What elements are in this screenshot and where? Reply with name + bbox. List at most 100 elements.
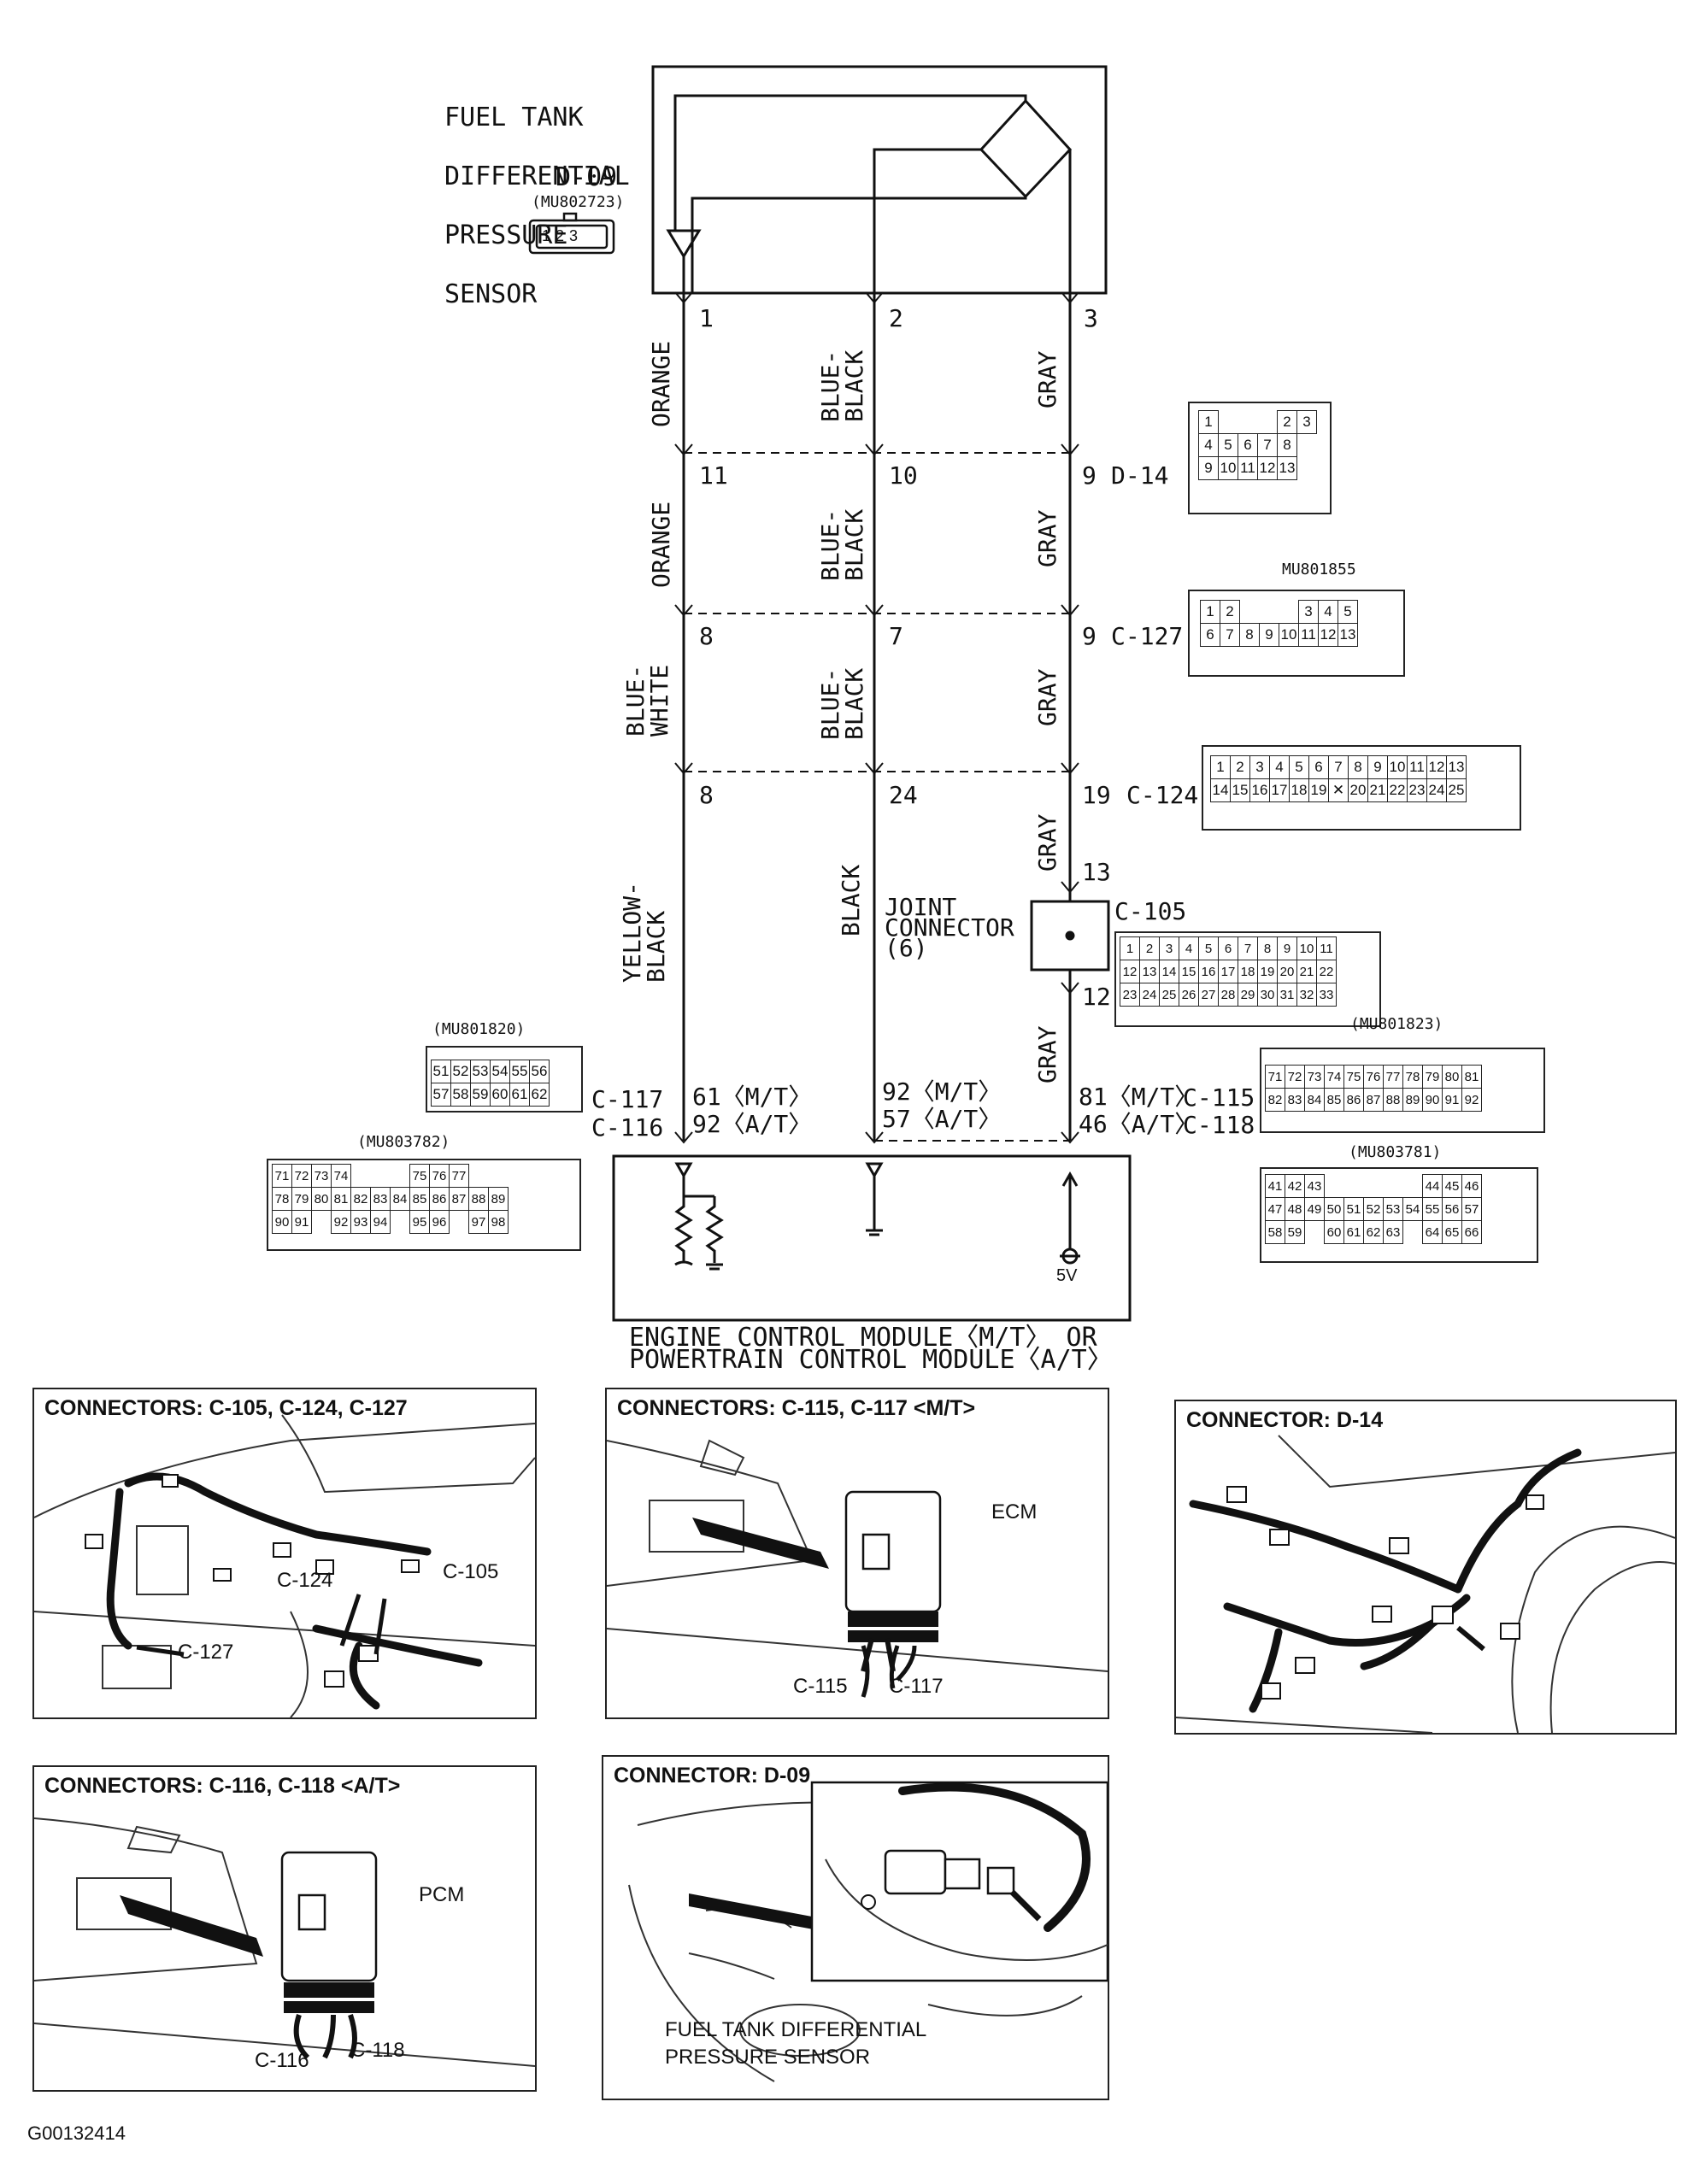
pin-d14-c: 9	[1082, 461, 1096, 490]
pin-cell: 98	[488, 1210, 509, 1234]
pin-3-top: 3	[1084, 304, 1098, 332]
wire-color-3d: GRAY	[1033, 813, 1061, 872]
pin-cell: 4	[1269, 755, 1290, 779]
pin-cell: 73	[1304, 1065, 1325, 1089]
pin-cell: 11	[1316, 936, 1337, 960]
pin-cell: 10	[1387, 755, 1408, 779]
pin-cell: 64	[1422, 1220, 1443, 1244]
pin-cell: 56	[529, 1060, 550, 1083]
pin-cell: 4	[1198, 433, 1219, 457]
sensor-part-number: (MU802723)	[532, 193, 625, 211]
joint-connector-label: JOINT CONNECTOR (6)	[885, 893, 1014, 962]
pin-cell: 75	[1343, 1065, 1364, 1089]
pin-d14-a: 11	[699, 461, 728, 490]
c115-part: (MU801823)	[1350, 1015, 1443, 1033]
c117-part: (MU801820)	[432, 1020, 526, 1038]
pin-cell: 5	[1198, 936, 1219, 960]
pin-cell: 18	[1238, 960, 1258, 983]
pin-cell: 9	[1198, 456, 1219, 480]
pin-cell: 81	[1461, 1065, 1482, 1089]
pin-cell: 82	[350, 1187, 371, 1211]
connector-c127-face	[1188, 590, 1405, 677]
connector-c118-face	[1260, 1167, 1538, 1263]
pin-cell: 7	[1328, 755, 1349, 779]
callout-c127: C-127	[178, 1641, 234, 1664]
pin-d14-b: 10	[889, 461, 918, 490]
pin-cell: 20	[1348, 778, 1368, 802]
pin-cell: 85	[1324, 1088, 1344, 1112]
wire-color-1b: ORANGE	[647, 501, 675, 588]
pin-cell: 21	[1296, 960, 1317, 983]
pin-cell: 53	[1383, 1197, 1403, 1221]
pin-cell: 83	[1285, 1088, 1305, 1112]
pin-cell: 7	[1220, 623, 1240, 647]
wire-color-1c: BLUE- WHITE	[621, 664, 673, 737]
label-c127: C-127	[1111, 622, 1184, 650]
pin-c127-b: 7	[889, 622, 903, 650]
pin-cell	[312, 1211, 332, 1234]
pin-cell: 83	[370, 1187, 391, 1211]
pin-cell: 10	[1279, 623, 1299, 647]
pin-cell: 2	[1277, 410, 1297, 434]
pin-cell: 77	[449, 1164, 469, 1188]
callout-pcm: PCM	[419, 1883, 465, 1906]
pin-cell: 15	[1230, 778, 1250, 802]
pin-cell: 47	[1265, 1197, 1285, 1221]
pin-cell: 62	[1363, 1220, 1384, 1244]
pin-cell: 57	[431, 1083, 451, 1107]
panel-c115-c117: CONNECTORS: C-115, C-117 <M/T> ECM C-115…	[605, 1388, 1109, 1719]
pin-jc-top: 13	[1082, 858, 1111, 886]
pin-cell: 71	[1265, 1065, 1285, 1089]
callout-c115: C-115	[793, 1675, 848, 1698]
pin-cell: 72	[1285, 1065, 1305, 1089]
pin-cell	[1279, 601, 1299, 624]
pin-cell: 13	[1338, 623, 1358, 647]
pin-c124-a: 8	[699, 781, 714, 809]
pin-cell: 7	[1257, 433, 1278, 457]
pin-cell: 88	[1383, 1088, 1403, 1112]
pin-cell: 6	[1308, 755, 1329, 779]
pin-cell	[1344, 1175, 1364, 1198]
pin-cell: 84	[1304, 1088, 1325, 1112]
pin-cell: 86	[1343, 1088, 1364, 1112]
pin-cell: 81	[331, 1187, 351, 1211]
pin-cell: 48	[1285, 1197, 1305, 1221]
pin-cell: 8	[1348, 755, 1368, 779]
panel-illustration	[34, 1817, 535, 2067]
pin-cell: 1	[1200, 600, 1220, 624]
pin-cell	[450, 1211, 469, 1234]
panel-illustration	[34, 1414, 535, 1717]
wire-color-2d: BLACK	[837, 864, 865, 936]
pin-cell: 8	[1277, 433, 1297, 457]
panel-title: CONNECTORS: C-105, C-124, C-127	[44, 1396, 408, 1420]
panel-title: CONNECTOR: D-14	[1186, 1408, 1384, 1432]
pin-cell: 94	[370, 1210, 391, 1234]
pin-cell: 5	[1338, 600, 1358, 624]
pin-cell: 65	[1442, 1220, 1462, 1244]
pin-cell: 32	[1296, 983, 1317, 1007]
pin-cell: 56	[1442, 1197, 1462, 1221]
panel-title: CONNECTOR: D-09	[614, 1764, 811, 1788]
pin-cell: 55	[509, 1060, 530, 1083]
connector-c105-face	[1114, 931, 1381, 1027]
sensor-bridge	[979, 98, 1073, 199]
label-c118: C-118	[1183, 1111, 1255, 1139]
callout-c124: C-124	[277, 1569, 333, 1592]
pin-cell: 8	[1257, 936, 1278, 960]
pin-cell	[1240, 601, 1260, 624]
pin-cell: 76	[1363, 1065, 1384, 1089]
pin-cell: 7	[1238, 936, 1258, 960]
pin-cell: 17	[1218, 960, 1238, 983]
pin-cell: 31	[1277, 983, 1297, 1007]
pin-cell: 85	[409, 1187, 430, 1211]
